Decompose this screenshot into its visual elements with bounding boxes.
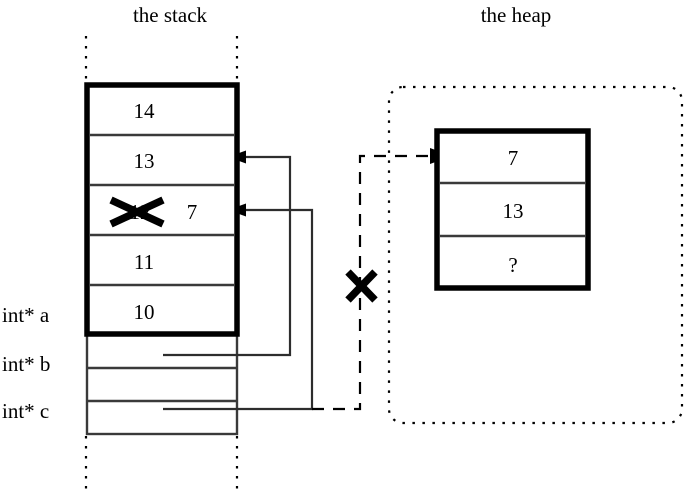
stack-allocated-outline — [84, 82, 240, 337]
heap-block — [434, 128, 591, 291]
stack-allocated-block — [84, 82, 240, 337]
heap-title: the heap — [481, 3, 552, 27]
pointer-c-heap-path — [312, 154, 430, 411]
heap-cell-value-7: 7 — [508, 146, 519, 170]
broken-pointer-x-icon — [345, 269, 378, 303]
variable-label-a: int* a — [2, 303, 50, 327]
heap-cell-value-13: 13 — [503, 199, 524, 223]
pointer-c-heap — [312, 148, 452, 411]
variable-label-c: int* c — [2, 399, 49, 423]
variable-label-b: int* b — [2, 352, 50, 376]
heap-block-outline — [434, 128, 591, 291]
stack-cell-value-13: 13 — [134, 149, 155, 173]
stack-variable-block — [85, 332, 239, 436]
pointer-b-path — [163, 155, 292, 357]
stack-title: the stack — [133, 3, 208, 27]
struck-stack-value-x-icon — [109, 196, 165, 228]
stack-cell-replacement-7: 7 — [187, 200, 198, 224]
stack-variable-cells — [85, 332, 239, 436]
heap-cell-value-unknown: ? — [508, 253, 517, 277]
stack-cell-struck-group: 12 7 — [109, 196, 198, 228]
stack-cell-value-10: 10 — [134, 300, 155, 324]
pointer-c-stack-path — [163, 208, 314, 411]
stack-cell-value-11: 11 — [134, 250, 154, 274]
stack-cell-value-14: 14 — [134, 99, 156, 123]
heap-region-boundary — [387, 85, 684, 425]
stack-dotted-guides — [84, 36, 239, 489]
